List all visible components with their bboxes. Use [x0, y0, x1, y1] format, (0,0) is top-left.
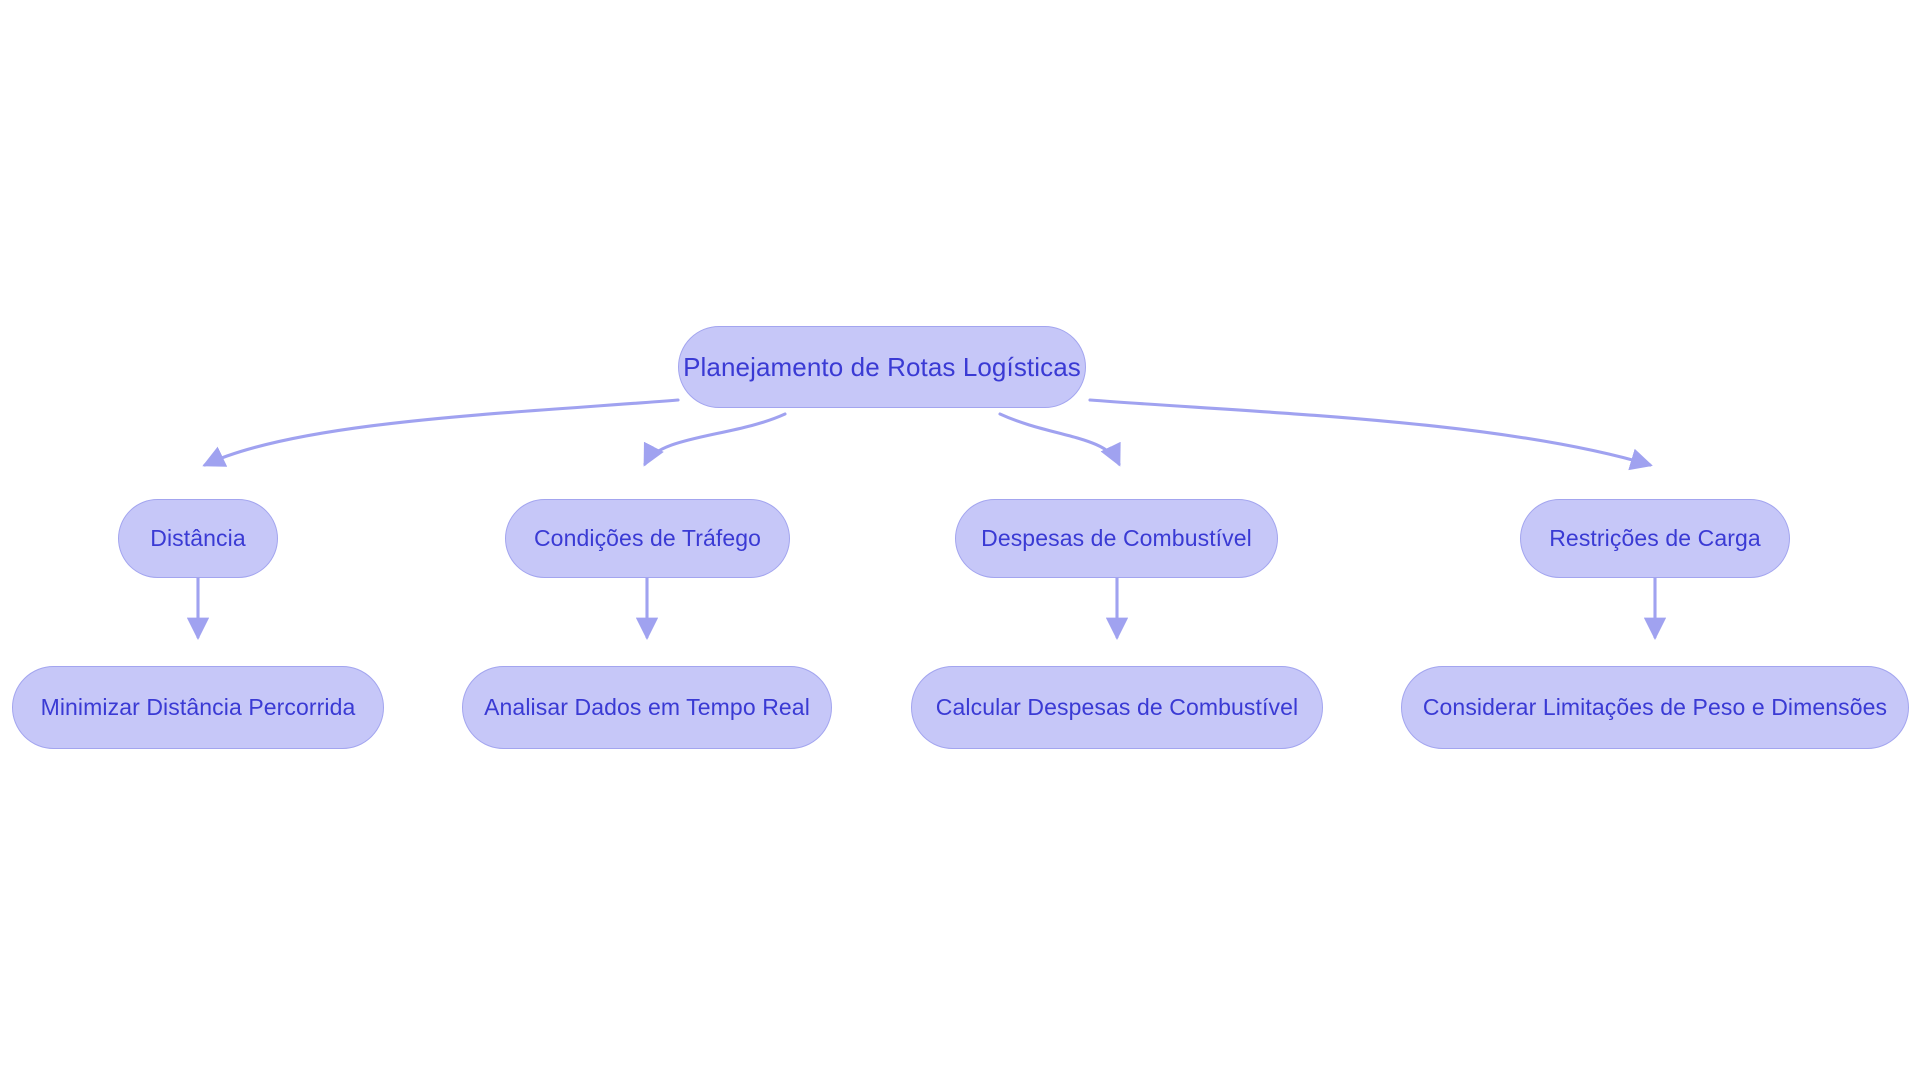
node-distancia[interactable]: Distância: [118, 499, 278, 578]
node-minimizar-distancia[interactable]: Minimizar Distância Percorrida: [12, 666, 384, 749]
edge-root-to-condicoes-trafego: [643, 412, 787, 467]
node-restricoes-carga-label: Restrições de Carga: [1549, 525, 1761, 551]
node-distancia-label: Distância: [150, 525, 246, 551]
node-considerar-limitacoes-label: Considerar Limitações de Peso e Dimensõe…: [1422, 694, 1888, 720]
edge-root-to-restricoes-carga: [1088, 398, 1653, 471]
node-root[interactable]: Planejamento de Rotas Logísticas: [678, 326, 1086, 408]
node-calcular-despesas-label: Calcular Despesas de Combustível: [935, 694, 1299, 720]
node-condicoes-trafego[interactable]: Condições de Tráfego: [505, 499, 790, 578]
node-restricoes-carga[interactable]: Restrições de Carga: [1520, 499, 1790, 578]
edge-root-to-distancia: [202, 398, 680, 467]
node-analisar-dados-label: Analisar Dados em Tempo Real: [484, 694, 810, 720]
node-despesas-combustivel-label: Despesas de Combustível: [981, 525, 1252, 551]
node-root-label: Planejamento de Rotas Logísticas: [683, 352, 1081, 382]
node-condicoes-trafego-label: Condições de Tráfego: [533, 525, 762, 551]
edge-root-to-despesas-combustivel: [998, 412, 1121, 467]
node-analisar-dados[interactable]: Analisar Dados em Tempo Real: [462, 666, 832, 749]
node-minimizar-distancia-label: Minimizar Distância Percorrida: [40, 694, 356, 720]
node-calcular-despesas[interactable]: Calcular Despesas de Combustível: [911, 666, 1323, 749]
node-despesas-combustivel[interactable]: Despesas de Combustível: [955, 499, 1278, 578]
node-considerar-limitacoes[interactable]: Considerar Limitações de Peso e Dimensõe…: [1401, 666, 1909, 749]
